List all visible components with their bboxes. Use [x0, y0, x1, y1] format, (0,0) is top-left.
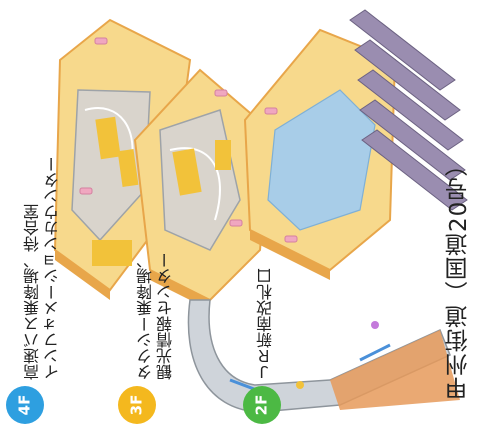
- car: [371, 321, 379, 329]
- deck-4f: [53, 18, 192, 300]
- floor-3f-badge-text: 3F: [127, 394, 146, 416]
- floor-3f-label-line1: タクシー乗降場、: [136, 252, 155, 380]
- floor-2f-badge: 2F: [243, 386, 281, 424]
- floor-4f-badge-text: 4F: [15, 394, 34, 416]
- floor-4f-badge: 4F: [6, 386, 44, 424]
- waiting-room-block: [92, 240, 132, 266]
- taxi-block: [172, 148, 202, 196]
- floor-2f-badge-text: 2F: [252, 394, 271, 416]
- road-label: 甲州街道（国道20号）: [446, 152, 472, 400]
- deck-2f: [243, 9, 468, 280]
- floor-2f-label: ＪＲ新南改札口: [256, 268, 275, 380]
- floor-4f-label-line1: 高速バス乗降場、待合室: [23, 204, 42, 380]
- bus-block: [95, 116, 121, 160]
- floor-3f-label-line2: 観光情報センター: [156, 252, 175, 380]
- floor-4f-label-line2: インフォメーションカウンター: [43, 156, 62, 380]
- info-block: [215, 140, 231, 170]
- bus-block: [117, 149, 139, 187]
- concourse: [267, 89, 376, 231]
- pink-markers: [79, 37, 298, 243]
- floor-3f-badge: 3F: [118, 386, 156, 424]
- deck-3f: [133, 68, 272, 310]
- platform-tracks: [349, 9, 468, 211]
- road: [187, 299, 460, 413]
- car: [296, 381, 304, 389]
